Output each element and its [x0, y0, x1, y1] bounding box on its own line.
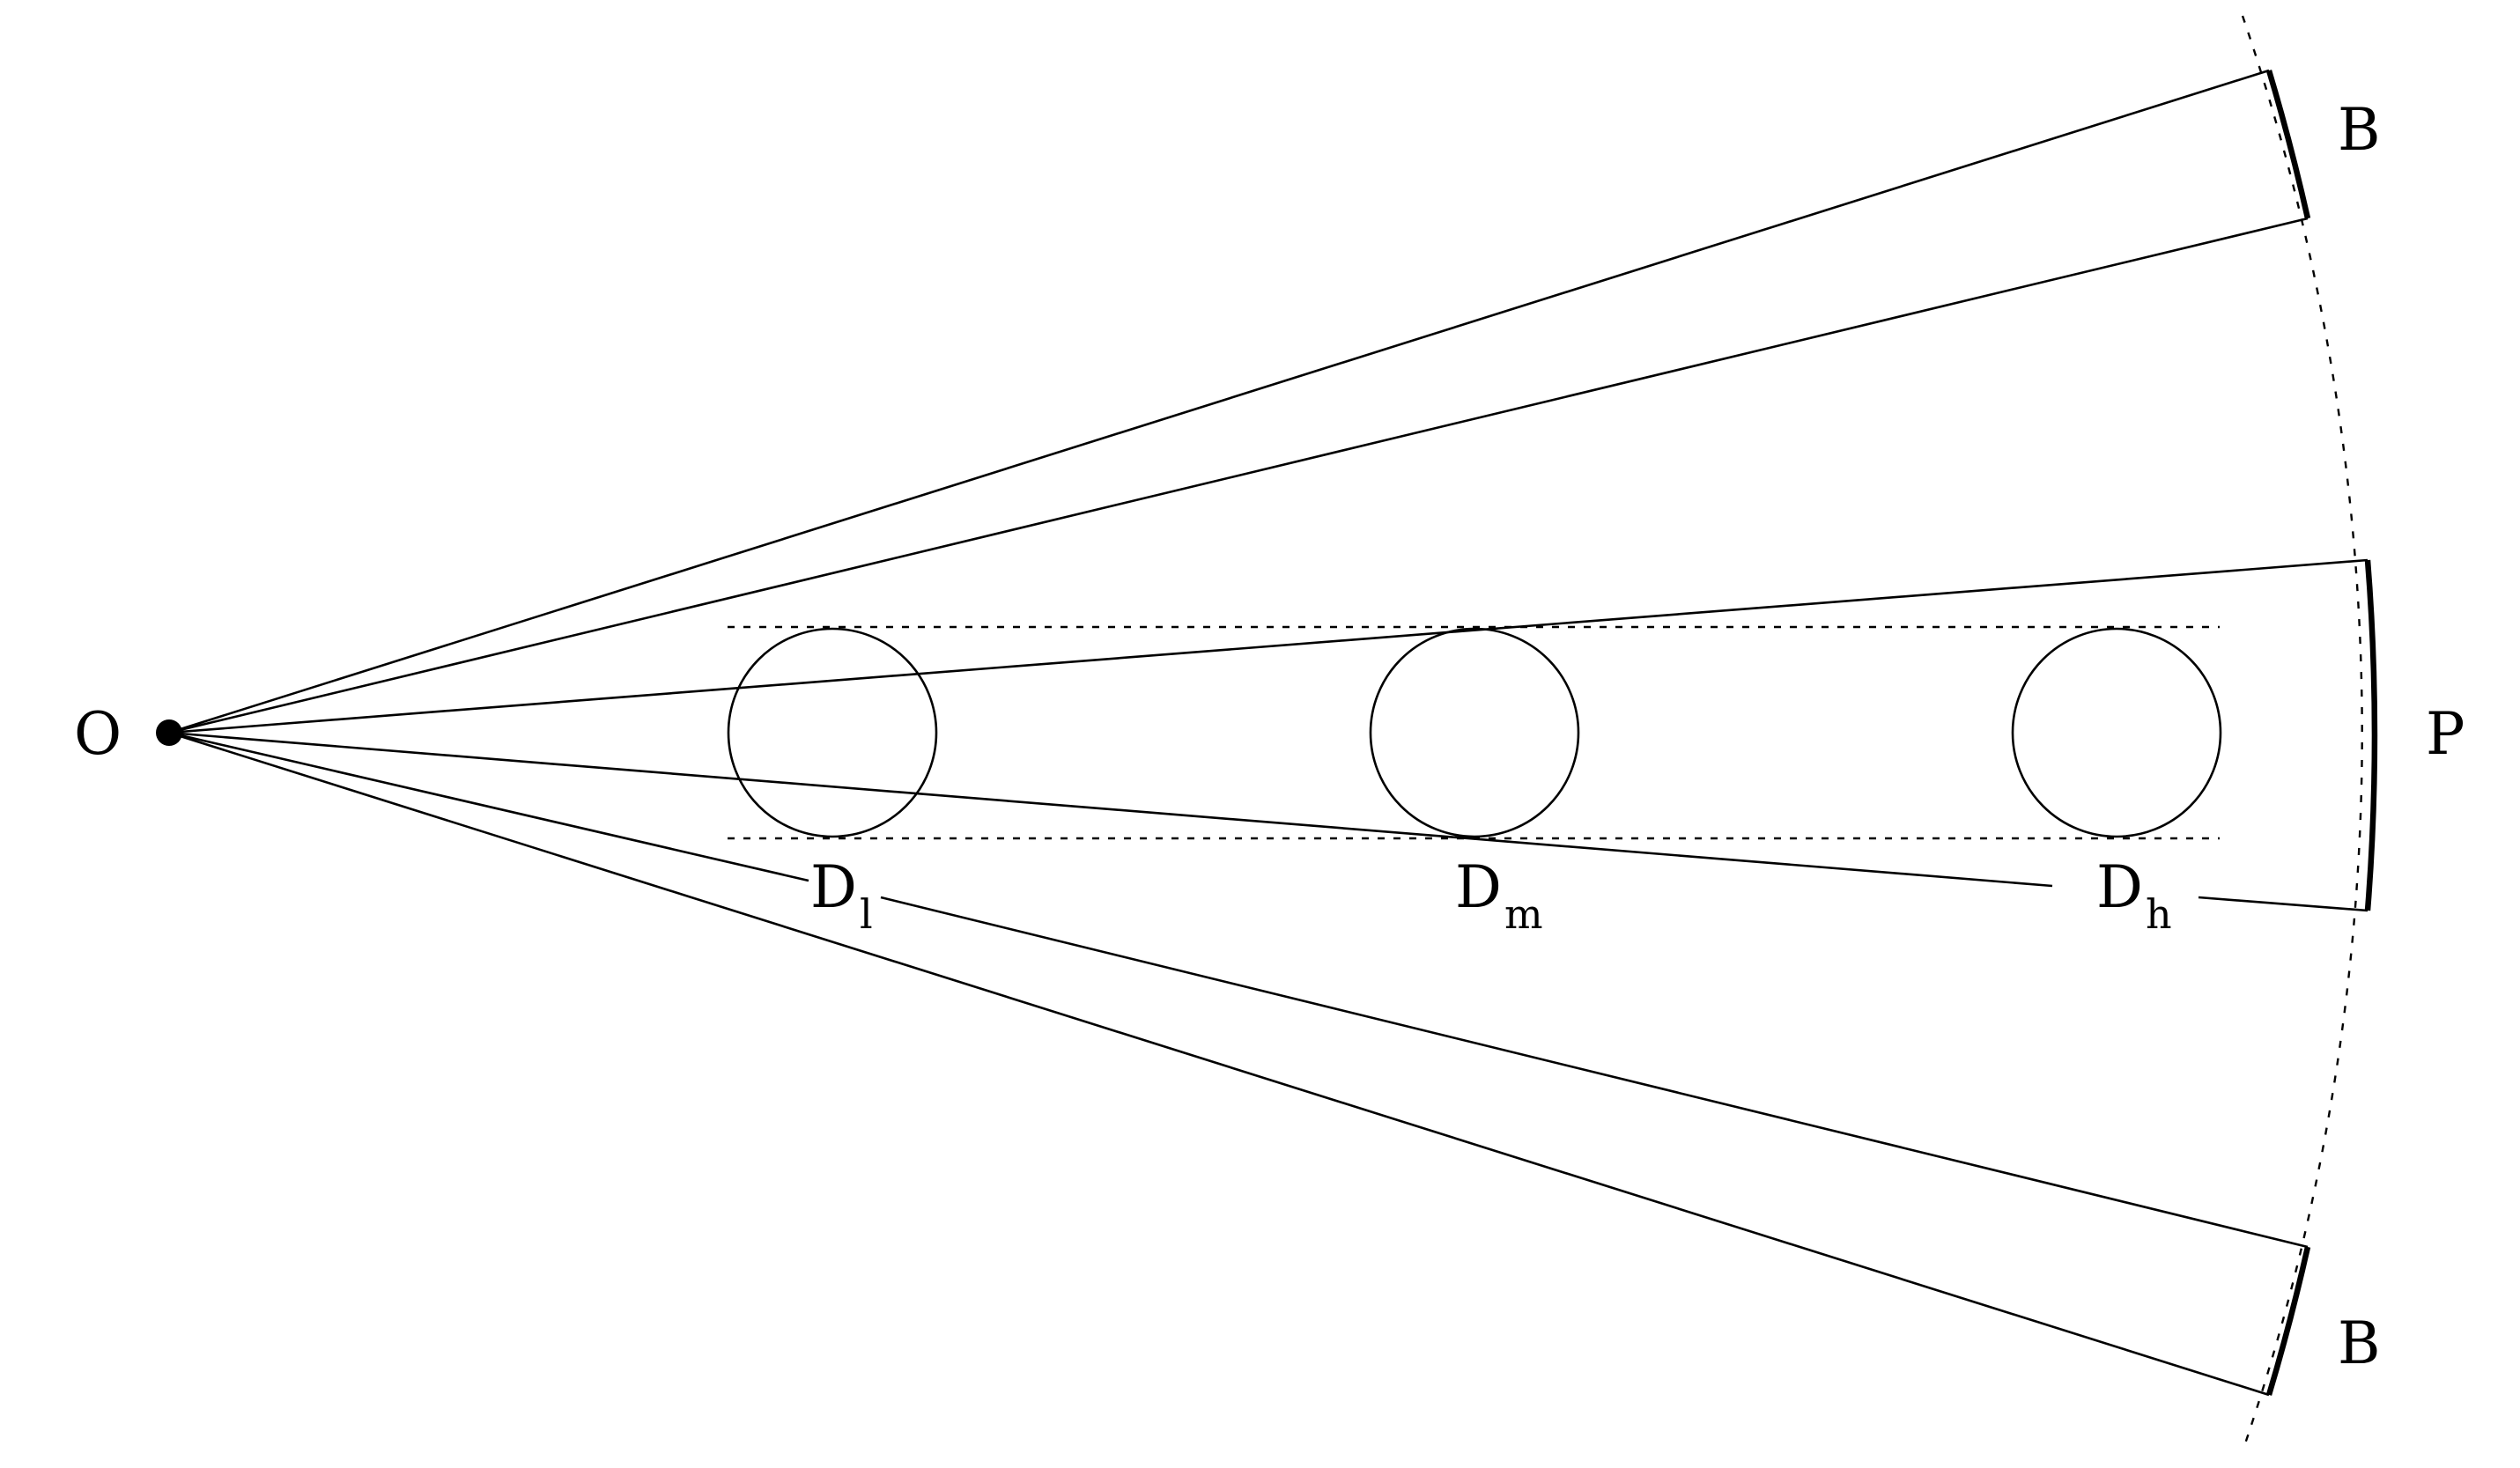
ray-mid-lower-b — [2198, 896, 2369, 912]
disk-mid — [1369, 627, 1580, 838]
ray-bottom-upper-b — [880, 896, 2309, 1249]
svg-text:h: h — [2146, 890, 2172, 938]
origin-point — [156, 719, 182, 746]
disk-high — [2011, 627, 2222, 838]
disk-low — [727, 627, 938, 838]
ray-mid-lower-a — [168, 731, 2053, 888]
label-origin: O — [74, 700, 122, 768]
label-disk-mid: D m — [1455, 853, 1543, 938]
ray-bottom-upper-a — [168, 731, 809, 882]
label-beam-top: B — [2338, 96, 2381, 164]
svg-text:D: D — [2096, 853, 2143, 921]
svg-text:m: m — [1504, 890, 1543, 938]
ray-top-upper — [168, 69, 2270, 734]
beam-top-arc — [2265, 70, 2311, 219]
beam-bottom-arc — [2265, 1246, 2311, 1396]
ray-mid-upper — [168, 558, 2369, 734]
plane-arc — [2364, 559, 2378, 911]
label-disk-low: D l — [810, 853, 873, 938]
label-plane: P — [2426, 700, 2465, 768]
svg-text:D: D — [810, 853, 857, 921]
label-beam-bottom: B — [2338, 1309, 2381, 1377]
svg-text:l: l — [860, 890, 873, 938]
ray-top-lower — [168, 217, 2309, 734]
svg-text:D: D — [1455, 853, 1502, 921]
label-disk-high: D h — [2096, 853, 2172, 938]
ray-bottom-lower — [168, 731, 2270, 1397]
